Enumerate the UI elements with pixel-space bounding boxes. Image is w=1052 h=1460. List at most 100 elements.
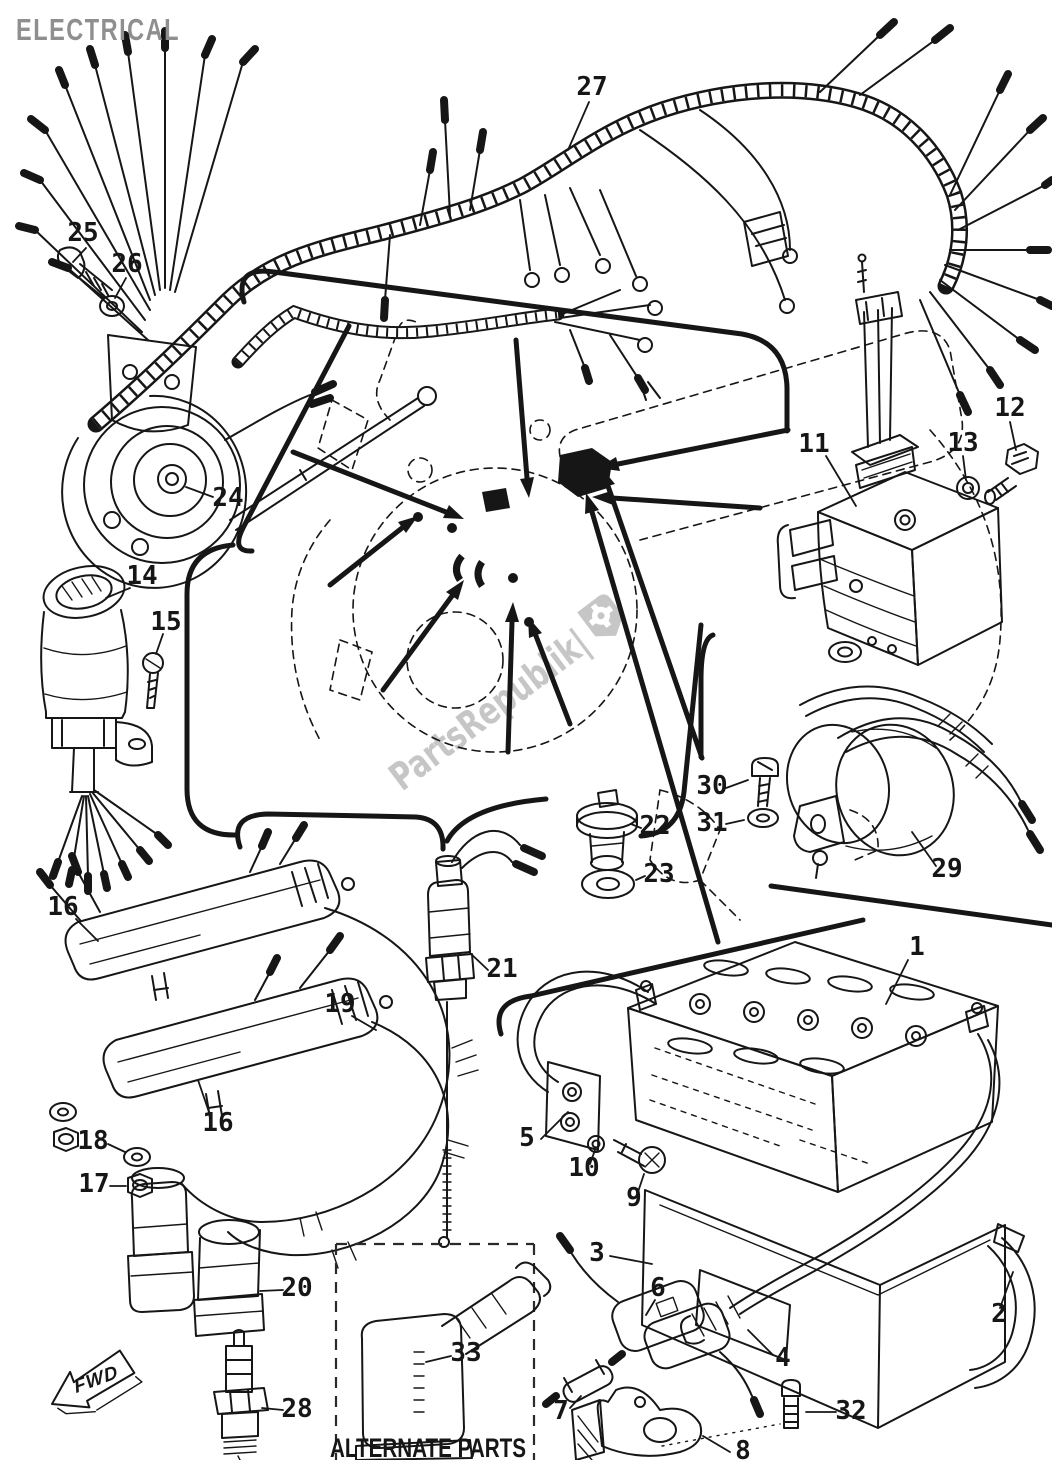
- group-brackets: [184, 268, 1052, 1037]
- flasher-relay-assembly: [747, 685, 1044, 879]
- condenser-body: [427, 879, 471, 957]
- alternate-parts-box: ALTERNATE PARTS: [330, 1242, 552, 1460]
- part-label-32: 32: [835, 1396, 866, 1426]
- battery-cable: [729, 1033, 993, 1309]
- flasher-screw: [751, 757, 779, 807]
- part-label-23: 23: [643, 859, 674, 889]
- terminal-bolt: [613, 1139, 666, 1174]
- cable-bracket: [571, 1386, 702, 1460]
- battery-right-face: [831, 1005, 999, 1193]
- part-label-11: 11: [798, 429, 829, 459]
- harness-branch-wires-left: [34, 47, 244, 341]
- part-label-7: 7: [553, 1396, 569, 1426]
- part-label-22: 22: [639, 811, 670, 841]
- frame-outline: [290, 319, 1002, 921]
- ignition-coil-1: [64, 859, 341, 981]
- regulator-bolt: [984, 443, 1039, 505]
- battery-band: [974, 1237, 1036, 1389]
- horn-washer: [99, 295, 125, 317]
- horn-assembly: [56, 246, 437, 589]
- part-label-13: 13: [947, 428, 978, 458]
- part-label-15: 15: [150, 607, 181, 637]
- condenser: [425, 829, 546, 1248]
- part-label-20: 20: [281, 1273, 312, 1303]
- ignition-coil-assembly: [36, 821, 479, 1460]
- regulator-assembly: [776, 253, 1039, 666]
- part-label-18: 18: [77, 1126, 108, 1156]
- spark-plug-lead-1: [181, 907, 451, 1223]
- battery-front-face: [627, 1007, 839, 1193]
- part-label-10: 10: [568, 1153, 599, 1183]
- part-label-14: 14: [126, 561, 157, 591]
- part-label-17: 17: [78, 1169, 109, 1199]
- wiring-harness: [15, 18, 1052, 433]
- mount-point-large: [558, 448, 612, 497]
- part-label-19: 19: [324, 989, 355, 1019]
- part-label-24: 24: [212, 483, 243, 513]
- part-label-5: 5: [519, 1123, 535, 1153]
- part-label-21: 21: [486, 954, 517, 984]
- part-label-1: 1: [909, 932, 925, 962]
- mount-bolt-and-washer: [576, 789, 638, 899]
- switch-wires: [57, 789, 159, 877]
- part-label-12: 12: [994, 393, 1025, 423]
- part-label-29: 29: [931, 854, 962, 884]
- flasher-bracket: [793, 795, 845, 853]
- horn-bolt: [56, 246, 113, 299]
- regulator-front-face: [817, 511, 919, 666]
- alternate-spark-plug-cap: [355, 1261, 552, 1460]
- harness-block-connector: [743, 211, 789, 267]
- terminal-washer: [587, 1135, 605, 1153]
- coil-nut: [53, 1127, 79, 1152]
- flasher-wire-1: [837, 717, 1021, 801]
- gear-icon: [577, 594, 624, 637]
- part-label-25: 25: [67, 218, 98, 248]
- part-label-6: 6: [650, 1273, 666, 1303]
- ignition-switch-assembly: [40, 565, 172, 895]
- part-label-27: 27: [576, 72, 607, 102]
- forward-arrow-icon: [51, 1349, 136, 1409]
- ignition-coil-2: [102, 977, 379, 1099]
- alternate-parts-label: ALTERNATE PARTS: [330, 1433, 526, 1460]
- part-label-9: 9: [626, 1183, 642, 1213]
- part-label-16a: 16: [47, 892, 78, 922]
- spark-plug-cap-2: [193, 1219, 265, 1337]
- battery-hold-plate: [545, 1061, 601, 1151]
- switch-screw: [142, 652, 164, 709]
- bracket-screw: [781, 1379, 801, 1429]
- horn-body: [83, 406, 241, 564]
- fwd-arrow: FWD: [51, 1349, 143, 1415]
- flasher-washer: [747, 808, 779, 828]
- switch-body: [40, 609, 129, 719]
- flasher-body: [835, 723, 955, 857]
- part-label-30: 30: [696, 771, 727, 801]
- part-label-26: 26: [111, 249, 142, 279]
- fuse-holder: [556, 1232, 764, 1418]
- part-label-8: 8: [735, 1436, 751, 1460]
- fuse: [542, 1350, 626, 1408]
- battery-assembly: [516, 941, 1036, 1460]
- part-label-16b: 16: [202, 1108, 233, 1138]
- coil-washer: [49, 1102, 77, 1122]
- harness-connectors-left: [15, 27, 259, 272]
- battery-box: [641, 1189, 1006, 1429]
- part-label-28: 28: [281, 1394, 312, 1424]
- watermark: PartsRepublik|: [381, 594, 624, 800]
- part-label-leaders: [72, 101, 1017, 1453]
- part-label-31: 31: [696, 808, 727, 838]
- harness-connectors-right: [876, 18, 1052, 416]
- flasher-wire-2: [845, 735, 1029, 831]
- mount-washer: [581, 869, 635, 899]
- part-label-4: 4: [775, 1343, 791, 1373]
- part-labels: 1 2 3 4 5 6 7 8 9 10 11 12 13 14 15 16 1…: [47, 72, 1025, 1460]
- part-label-33: 33: [450, 1338, 481, 1368]
- part-label-2: 2: [991, 1299, 1007, 1329]
- harness-branch-wires-right: [819, 34, 1046, 396]
- switch-mounting-ear: [115, 721, 153, 767]
- spark-plug: [213, 1329, 269, 1460]
- spark-plug-lead-2: [227, 1021, 450, 1257]
- mounting-arrows: [290, 337, 791, 945]
- regulator-washer: [956, 476, 980, 500]
- part-label-3: 3: [589, 1238, 605, 1268]
